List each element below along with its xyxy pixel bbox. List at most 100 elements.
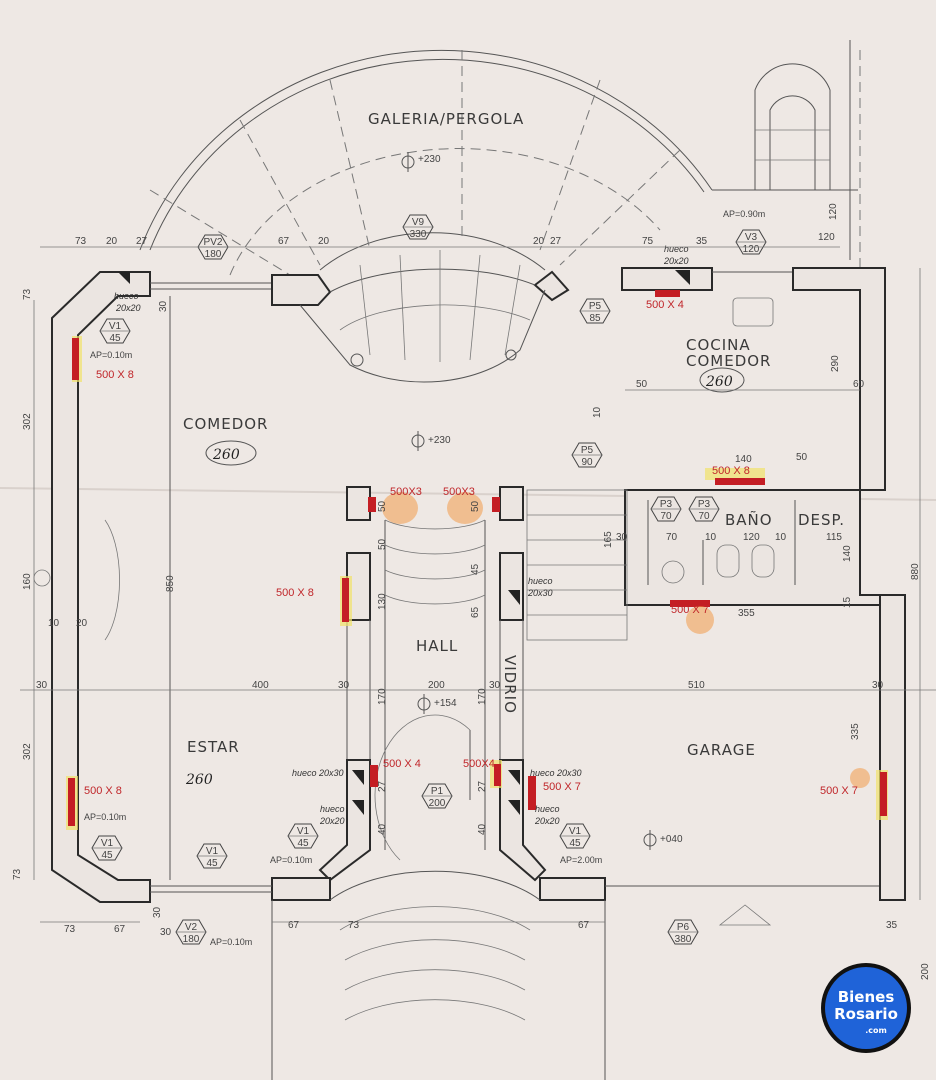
svg-text:45: 45 [569, 838, 581, 849]
svg-text:850: 850 [165, 575, 176, 592]
svg-text:500 X 7: 500 X 7 [543, 781, 581, 793]
svg-text:40: 40 [477, 823, 488, 835]
handwritten-estar: 260 [185, 772, 213, 788]
svg-text:160: 160 [22, 573, 33, 590]
svg-text:20x20: 20x20 [319, 816, 345, 826]
logo-text-com: .com [865, 1026, 887, 1035]
svg-text:V1: V1 [109, 321, 122, 332]
room-label-estar: ESTAR [187, 738, 240, 756]
svg-text:20: 20 [533, 236, 545, 247]
svg-text:45: 45 [101, 850, 113, 861]
svg-text:500 X 8: 500 X 8 [712, 465, 750, 477]
svg-text:60: 60 [853, 379, 865, 390]
washbasin-icon [661, 560, 685, 584]
svg-text:P6: P6 [677, 922, 690, 933]
room-label-hall: HALL [416, 637, 458, 655]
svg-text:170: 170 [477, 688, 488, 705]
svg-text:V1: V1 [297, 826, 310, 837]
svg-text:P3: P3 [660, 499, 673, 510]
svg-text:500 X 8: 500 X 8 [84, 785, 122, 797]
svg-text:45: 45 [109, 333, 121, 344]
level-hall: +154 [434, 698, 457, 709]
svg-text:45: 45 [297, 838, 309, 849]
red-notes: 500 X 8 500 X 4 500 X 8 500X3 500X3 500 … [84, 299, 858, 797]
svg-text:50: 50 [377, 500, 388, 512]
svg-text:380: 380 [675, 934, 692, 945]
logo-text-rosario: Rosario [834, 1005, 898, 1023]
svg-text:V3: V3 [745, 232, 758, 243]
galeria-pergola [139, 49, 713, 276]
svg-text:40: 40 [377, 823, 388, 835]
svg-text:75: 75 [642, 236, 654, 247]
svg-text:200: 200 [428, 680, 445, 691]
svg-text:20x20: 20x20 [663, 256, 689, 266]
svg-text:115: 115 [826, 532, 842, 543]
sink-icon [732, 297, 774, 327]
svg-text:AP=0.90m: AP=0.90m [723, 209, 765, 219]
svg-text:30: 30 [338, 680, 350, 691]
ap-notes: AP=0.90m AP=0.10m AP=0.10m AP=0.10m AP=2… [84, 209, 765, 947]
bathroom-fixtures [661, 297, 775, 926]
svg-text:140: 140 [735, 454, 752, 465]
svg-text:V9: V9 [412, 217, 425, 228]
svg-text:45: 45 [470, 563, 481, 575]
svg-text:510: 510 [688, 680, 705, 691]
svg-text:AP=0.10m: AP=0.10m [90, 350, 132, 360]
level-garage: +040 [660, 834, 683, 845]
svg-text:500 X 4: 500 X 4 [646, 299, 684, 311]
svg-text:130: 130 [377, 593, 388, 610]
room-label-galeria: GALERIA/PERGOLA [368, 110, 524, 128]
svg-text:20: 20 [76, 618, 88, 629]
level-galeria: +230 [418, 154, 441, 165]
svg-text:20: 20 [318, 236, 330, 247]
svg-text:hueco: hueco [664, 244, 689, 254]
svg-text:30: 30 [872, 680, 884, 691]
bienes-rosario-logo[interactable]: Bienes Rosario .com [821, 963, 911, 1053]
svg-text:170: 170 [377, 688, 388, 705]
svg-text:67: 67 [278, 236, 290, 247]
svg-text:67: 67 [114, 924, 126, 935]
svg-text:500 X 4: 500 X 4 [383, 758, 421, 770]
svg-text:10: 10 [592, 406, 603, 418]
svg-text:30: 30 [489, 680, 501, 691]
svg-text:P5: P5 [581, 445, 594, 456]
svg-text:50: 50 [796, 452, 808, 463]
svg-text:hueco: hueco [528, 576, 553, 586]
room-label-desp: DESP. [798, 511, 845, 529]
svg-text:V2: V2 [185, 922, 198, 933]
svg-text:P3: P3 [698, 499, 711, 510]
svg-text:140: 140 [842, 545, 853, 562]
logo-text-bienes: Bienes [838, 988, 895, 1006]
svg-text:73: 73 [22, 288, 33, 300]
svg-text:70: 70 [698, 511, 710, 522]
svg-text:90: 90 [581, 457, 593, 468]
svg-text:hueco: hueco [535, 804, 560, 814]
svg-text:hueco: hueco [114, 291, 139, 301]
red-markers [66, 290, 888, 830]
svg-text:180: 180 [205, 249, 222, 260]
svg-text:hueco 20x30: hueco 20x30 [530, 768, 582, 778]
svg-text:120: 120 [818, 232, 835, 243]
dimensions: 73 20 27 67 20 20 27 75 35 120 120 73 30… [12, 203, 931, 980]
svg-text:73: 73 [64, 924, 76, 935]
svg-text:V1: V1 [569, 826, 582, 837]
room-label-garage: GARAGE [687, 741, 756, 759]
svg-text:120: 120 [743, 244, 760, 255]
svg-text:880: 880 [910, 563, 921, 580]
room-label-comedor: COMEDOR [183, 415, 268, 433]
svg-text:67: 67 [288, 920, 300, 931]
walls [20, 267, 936, 903]
svg-text:20x30: 20x30 [527, 588, 553, 598]
svg-text:20: 20 [106, 236, 118, 247]
svg-text:30: 30 [160, 927, 172, 938]
svg-text:120: 120 [828, 203, 839, 220]
svg-text:AP=0.10m: AP=0.10m [270, 855, 312, 865]
svg-text:35: 35 [696, 236, 708, 247]
